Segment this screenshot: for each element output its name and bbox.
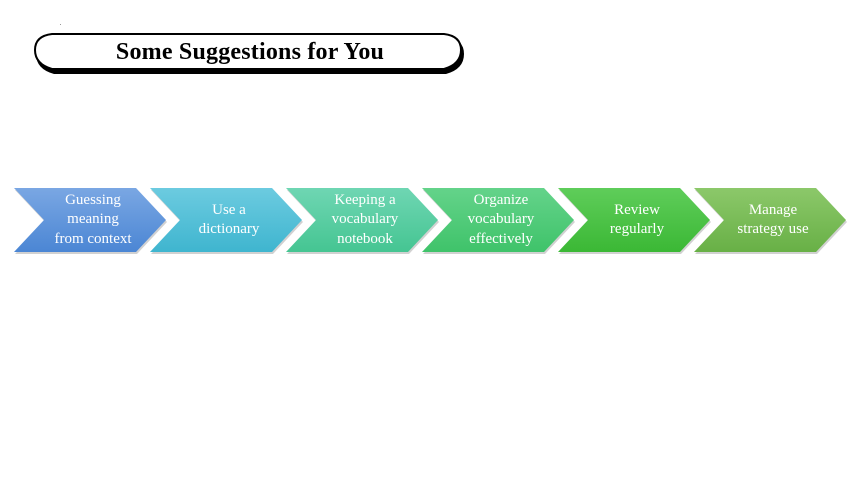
banner-frame (34, 33, 464, 74)
chevron-step-4 (422, 188, 574, 252)
title-banner: Some Suggestions for You (34, 30, 466, 78)
chevron-step-3 (286, 188, 438, 252)
stray-dot (60, 24, 61, 25)
chevron-label-1: Guessing meaning from context (54, 191, 132, 247)
chevron-label-6: Manage strategy use (737, 201, 809, 238)
chevron-label-5: Review regularly (609, 201, 665, 238)
chevron-label-2: Use a dictionary (198, 201, 260, 238)
page-title: Some Suggestions for You (115, 38, 385, 65)
chevron-label-3: Keeping a vocabulary notebook (331, 191, 399, 247)
chevron-step-6 (694, 188, 846, 252)
chevron-step-2 (150, 188, 302, 252)
chevron-step-1 (14, 188, 166, 252)
chevron-label-4: Organize vocabulary effectively (467, 191, 535, 247)
chevron-step-5 (558, 188, 710, 252)
